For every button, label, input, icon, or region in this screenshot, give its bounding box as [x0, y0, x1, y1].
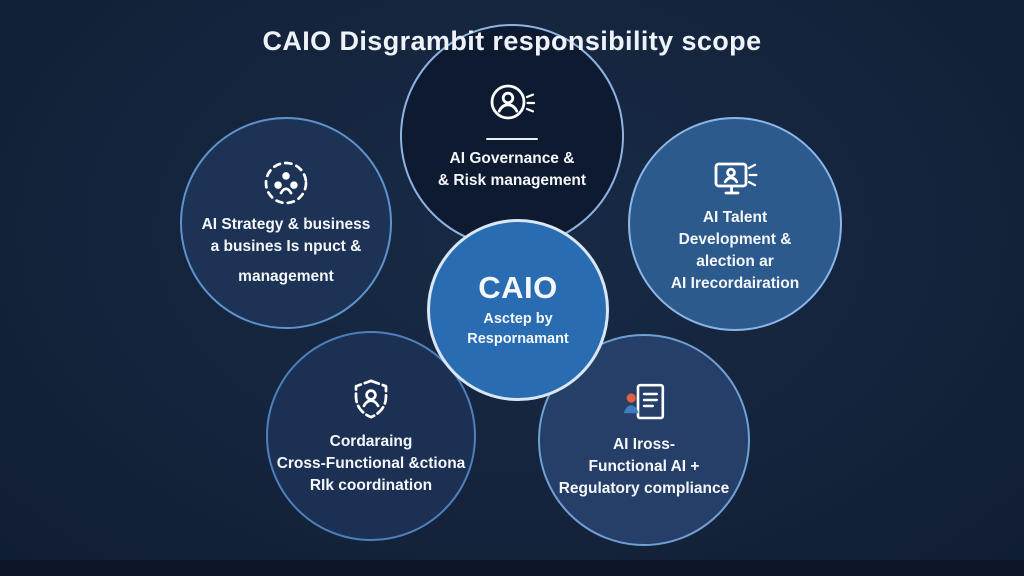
node-text-line: alection ar — [696, 253, 774, 270]
node-text: AI Iross- Functional AI + Regulatory com… — [559, 434, 730, 500]
node-text-line: Cross-Functional &ctiona — [276, 455, 466, 472]
node-text: AI Strategy & business a busines Is npuc… — [202, 214, 371, 288]
icon-divider — [486, 138, 538, 140]
node-text: AI Talent Development & alection ar AI I… — [671, 207, 799, 295]
node-text-line: RIk coordination — [309, 477, 433, 494]
monitor-person-icon — [708, 153, 762, 201]
node-ai-talent: AI Talent Development & alection ar AI I… — [628, 117, 842, 331]
node-text-line: AI Governance & — [449, 150, 575, 167]
node-text-line: AI Strategy & business — [201, 216, 371, 233]
node-ai-strategy: AI Strategy & business a busines Is npuc… — [180, 117, 392, 329]
node-caio-center: CAIO Asctep by Respornamant — [427, 219, 609, 401]
node-text-line: Cordaraing — [329, 433, 413, 450]
center-text-line: Asctep by — [483, 311, 553, 328]
node-ai-governance: AI Governance & & Risk management — [400, 24, 624, 248]
node-text-line: AI Talent — [702, 209, 768, 226]
node-text: Cordaraing Cross-Functional &ctiona RIk … — [277, 431, 466, 497]
node-text-line: Functional AI + — [588, 458, 700, 475]
bottom-letterbox-bar — [0, 560, 1024, 576]
shield-person-icon — [346, 375, 396, 425]
node-text-line: & Risk management — [437, 172, 587, 189]
diagram-title: CAIO Disgrambit responsibility scope — [262, 26, 762, 56]
node-text-line: Development & — [678, 231, 792, 248]
node-text-line: Regulatory compliance — [558, 480, 730, 497]
person-document-icon — [618, 380, 670, 428]
node-text-line: AI Irecordairation — [670, 275, 800, 292]
center-text-line: Respornamant — [467, 331, 569, 347]
center-subtext: Asctep by Respornamant — [467, 310, 569, 349]
award-badge-icon — [486, 80, 538, 128]
team-circle-icon — [261, 158, 311, 208]
node-text-line: a busines Is npuct & — [210, 238, 362, 255]
node-text-line: management — [238, 268, 334, 285]
node-cross-functional-coordination: Cordaraing Cross-Functional &ctiona RIk … — [266, 331, 476, 541]
center-heading: CAIO — [478, 270, 558, 306]
node-text-line: AI Iross- — [612, 436, 675, 453]
node-text: AI Governance & & Risk management — [438, 148, 586, 192]
